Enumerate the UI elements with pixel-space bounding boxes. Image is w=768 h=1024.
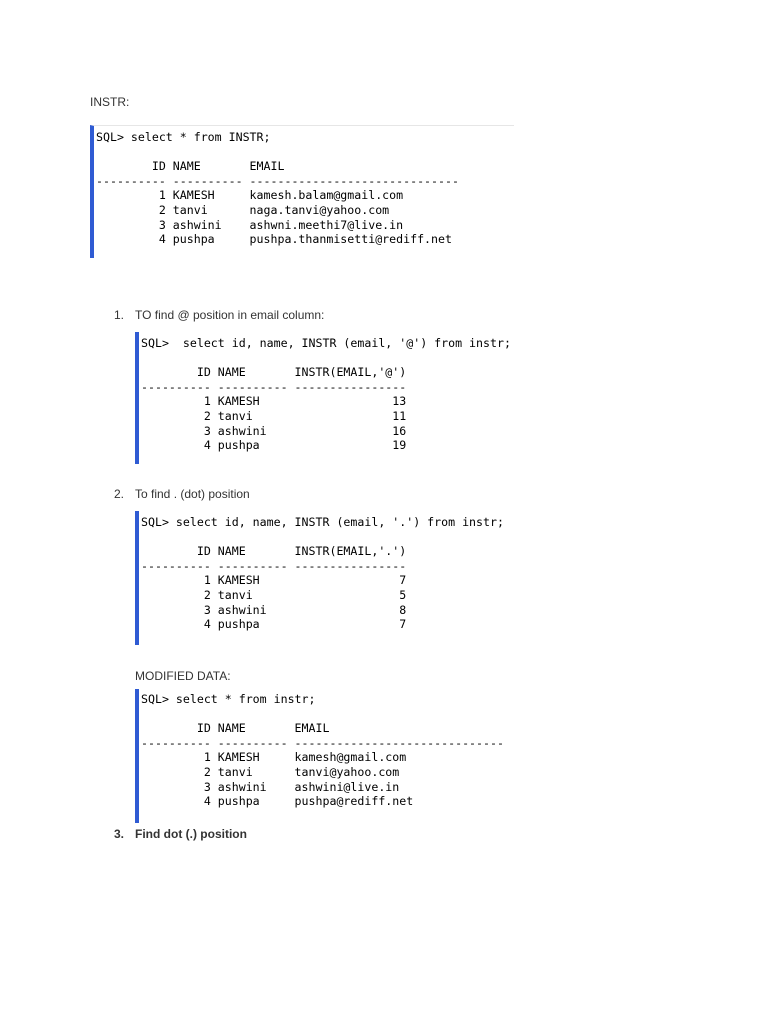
- terminal-screenshot-4: SQL> select * from instr; ID NAME EMAIL …: [135, 689, 559, 823]
- terminal-output-4: SQL> select * from instr; ID NAME EMAIL …: [141, 692, 504, 809]
- list-text: To find . (dot) position: [135, 487, 250, 501]
- list-item-1: 1. TO find @ position in email column:: [114, 308, 324, 322]
- terminal-output-1: SQL> select * from INSTR; ID NAME EMAIL …: [96, 130, 459, 247]
- terminal-output-2: SQL> select id, name, INSTR (email, '@')…: [141, 336, 511, 453]
- terminal-screenshot-2: SQL> select id, name, INSTR (email, '@')…: [135, 332, 559, 464]
- list-number: 2.: [114, 487, 125, 501]
- list-item-3: 3. Find dot (.) position: [114, 827, 247, 841]
- list-number: 3.: [114, 827, 125, 841]
- list-number: 1.: [114, 308, 125, 322]
- page-heading: INSTR:: [90, 95, 130, 109]
- terminal-screenshot-3: SQL> select id, name, INSTR (email, '.')…: [135, 511, 559, 645]
- terminal-screenshot-1: SQL> select * from INSTR; ID NAME EMAIL …: [90, 125, 514, 258]
- list-item-2: 2. To find . (dot) position: [114, 487, 250, 501]
- terminal-output-3: SQL> select id, name, INSTR (email, '.')…: [141, 515, 504, 632]
- list-text: TO find @ position in email column:: [135, 308, 325, 322]
- modified-data-label: MODIFIED DATA:: [135, 669, 231, 683]
- list-text: Find dot (.) position: [135, 827, 247, 841]
